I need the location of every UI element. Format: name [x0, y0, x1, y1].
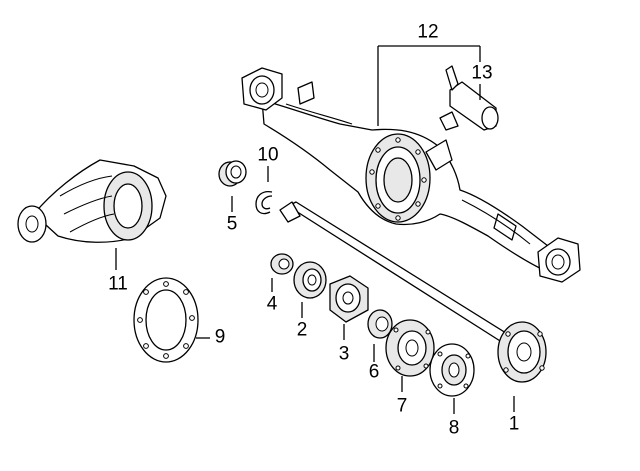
- bearing-outer-part[interactable]: [293, 261, 327, 299]
- vent-fitting-part[interactable]: [439, 65, 499, 131]
- callout-7[interactable]: 7: [396, 395, 408, 417]
- axle-flange-part[interactable]: [497, 321, 547, 383]
- callout-4[interactable]: 4: [266, 293, 278, 315]
- callout-8[interactable]: 8: [448, 417, 460, 439]
- callout-6[interactable]: 6: [368, 361, 380, 383]
- leader-lines: [115, 45, 515, 414]
- callout-13[interactable]: 13: [471, 62, 493, 84]
- oil-seal-lower-part[interactable]: [270, 253, 294, 275]
- callout-2[interactable]: 2: [296, 319, 308, 341]
- callout-10[interactable]: 10: [257, 144, 279, 166]
- brake-backing-plate-part[interactable]: [385, 319, 435, 377]
- callout-3[interactable]: 3: [338, 343, 350, 365]
- spacer-plate-part[interactable]: [429, 343, 475, 397]
- callout-11[interactable]: 11: [108, 273, 128, 295]
- axle-housing-part[interactable]: [241, 67, 581, 283]
- oil-seal-upper-part[interactable]: [218, 160, 247, 187]
- bearing-inner-part[interactable]: [367, 309, 393, 339]
- callout-9[interactable]: 9: [214, 326, 226, 348]
- gasket-part[interactable]: [133, 277, 199, 363]
- snap-ring-part[interactable]: [255, 190, 273, 215]
- bearing-retainer-part[interactable]: [329, 275, 369, 323]
- callout-5[interactable]: 5: [226, 213, 238, 235]
- callout-12[interactable]: 12: [417, 21, 439, 43]
- callout-1[interactable]: 1: [508, 413, 520, 435]
- differential-carrier-part[interactable]: [17, 159, 167, 243]
